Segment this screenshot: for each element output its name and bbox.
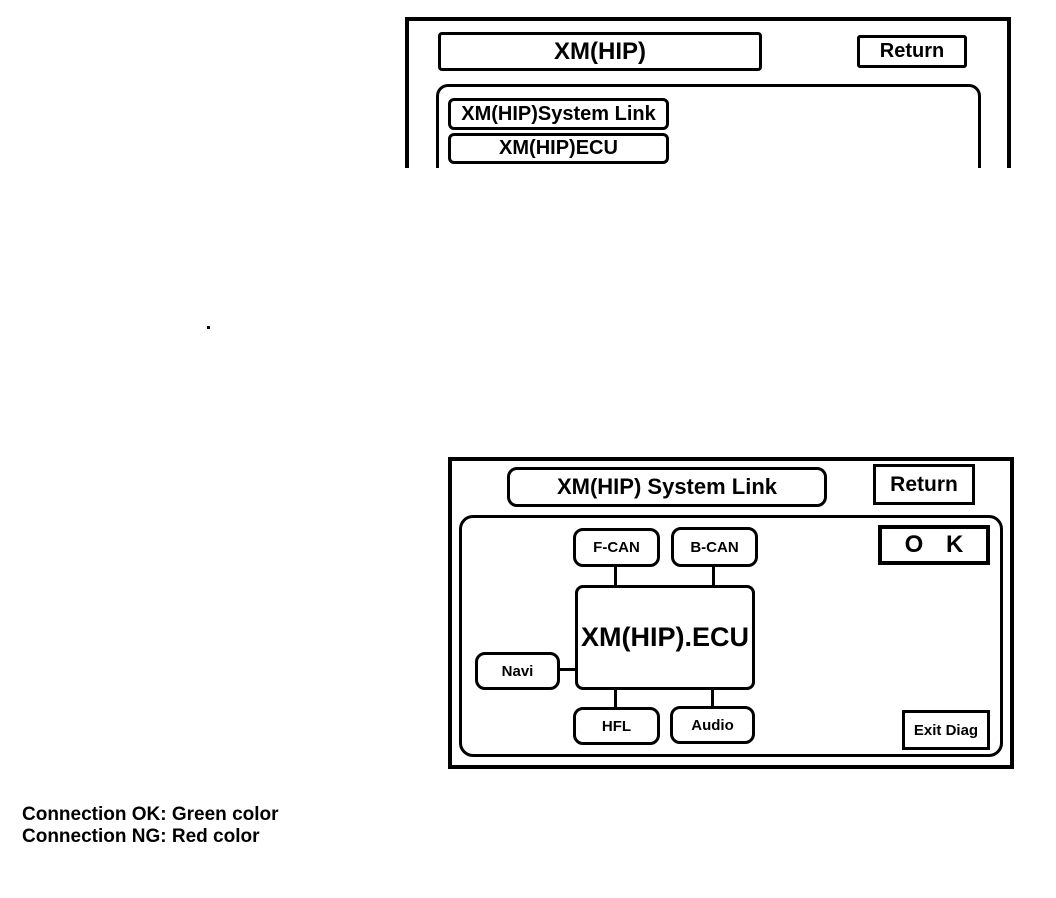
node-audio: Audio bbox=[670, 706, 755, 744]
connector-navi-ecu bbox=[560, 668, 575, 671]
node-b-can: B-CAN bbox=[671, 527, 758, 567]
menu-item-system-link[interactable]: XM(HIP)System Link bbox=[448, 98, 669, 130]
screen2-title: XM(HIP) System Link bbox=[507, 467, 827, 507]
menu-item-ecu[interactable]: XM(HIP)ECU bbox=[448, 133, 669, 164]
scan-artifact-dot bbox=[207, 326, 210, 329]
screen-xmhip-menu: XM(HIP) Return XM(HIP)System Link XM(HIP… bbox=[405, 17, 1011, 168]
screen1-return-button[interactable]: Return bbox=[857, 35, 967, 68]
connector-ecu-audio bbox=[711, 690, 714, 706]
node-f-can: F-CAN bbox=[573, 528, 660, 567]
screen1-menu-panel: XM(HIP)System Link XM(HIP)ECU bbox=[436, 84, 981, 168]
legend-ok-line: Connection OK: Green color bbox=[22, 804, 279, 825]
node-hfl: HFL bbox=[573, 707, 660, 745]
node-navi: Navi bbox=[475, 652, 560, 690]
system-link-diagram-panel: O K F-CAN B-CAN XM(HIP).ECU Navi HFL Aud… bbox=[459, 515, 1003, 757]
connector-ecu-hfl bbox=[614, 690, 617, 707]
screen2-return-button[interactable]: Return bbox=[873, 464, 975, 505]
legend-ng-line: Connection NG: Red color bbox=[22, 826, 260, 847]
exit-diag-button[interactable]: Exit Diag bbox=[902, 710, 990, 750]
screen-system-link: XM(HIP) System Link Return O K F-CAN B-C… bbox=[448, 457, 1014, 769]
connection-status-badge: O K bbox=[878, 525, 990, 565]
node-xmhip-ecu: XM(HIP).ECU bbox=[575, 585, 755, 690]
screen1-title: XM(HIP) bbox=[438, 32, 762, 71]
connector-fcan-ecu bbox=[614, 567, 617, 585]
connection-legend: Connection OK: Green color Connection NG… bbox=[22, 804, 279, 848]
connector-bcan-ecu bbox=[712, 567, 715, 585]
